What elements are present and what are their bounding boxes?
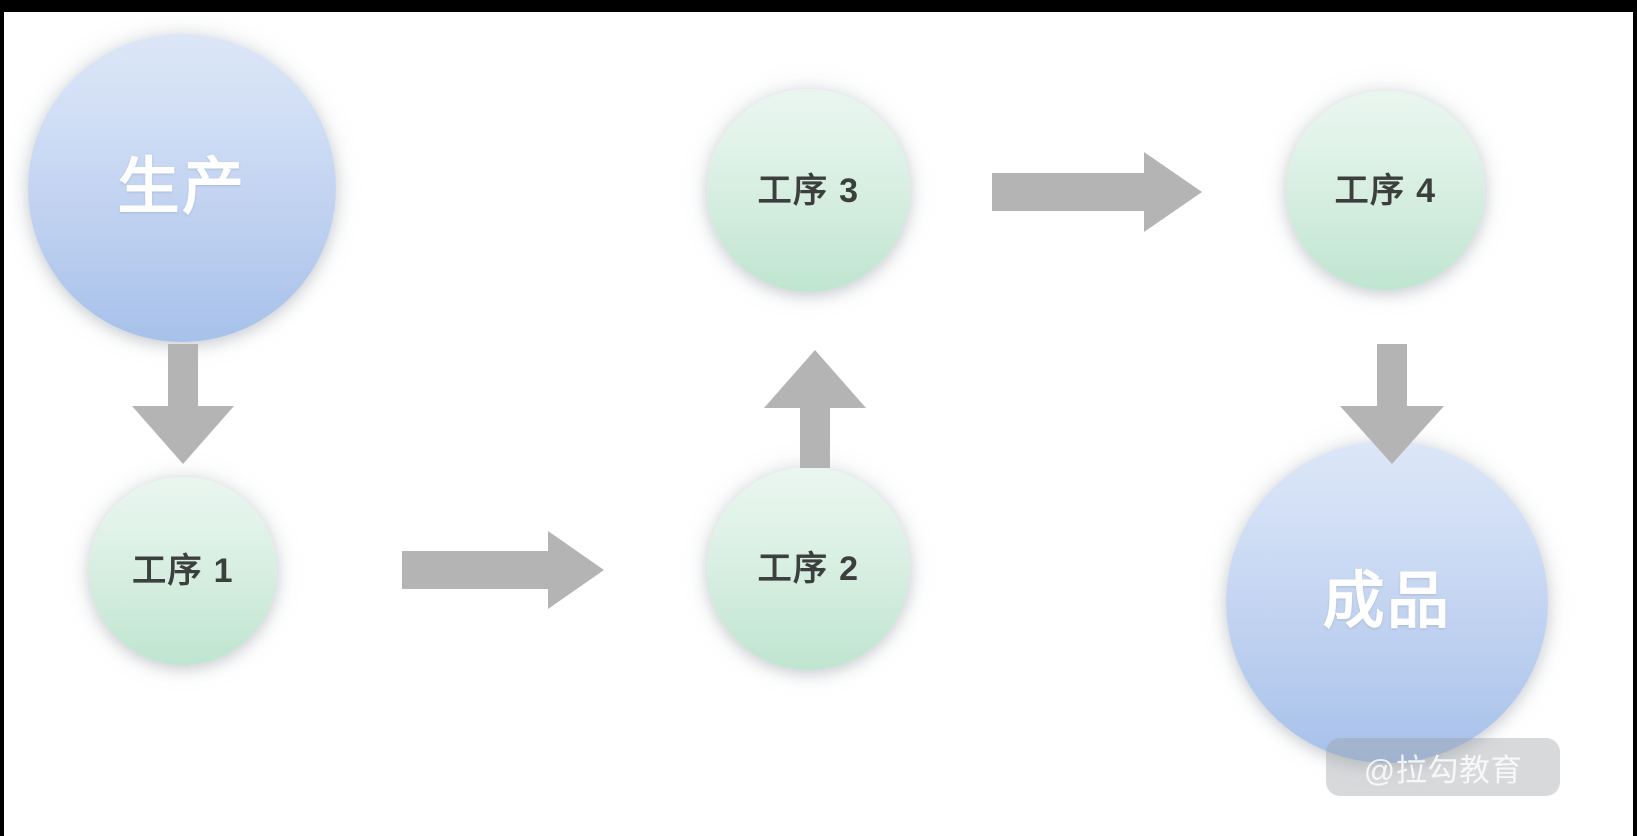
node-step-1[interactable]: 工序 1 [89,477,277,665]
node-step-2-label: 工序 2 [757,549,860,588]
slide-canvas: 生产 工序 1 工序 2 工序 3 工序 4 成品 [4,12,1633,836]
node-production-label: 生产 [117,153,247,222]
node-production[interactable]: 生产 [28,34,336,342]
arrow-down-icon-step4-to-finished [1340,344,1444,464]
node-step-3[interactable]: 工序 3 [707,89,910,292]
node-step-3-label: 工序 3 [757,171,860,210]
arrow-right-icon-step3-to-step4 [992,152,1202,232]
node-finished-product-label: 成品 [1322,567,1452,636]
node-step-4[interactable]: 工序 4 [1286,91,1485,290]
node-step-2[interactable]: 工序 2 [707,467,910,670]
arrow-up-icon-step2-to-step3 [764,350,866,468]
node-step-4-label: 工序 4 [1334,171,1437,210]
node-step-1-label: 工序 1 [132,552,234,590]
node-finished-product[interactable]: 成品 [1226,441,1548,763]
arrow-down-icon-production-to-step1 [132,344,234,464]
arrow-right-icon-step1-to-step2 [402,531,604,609]
